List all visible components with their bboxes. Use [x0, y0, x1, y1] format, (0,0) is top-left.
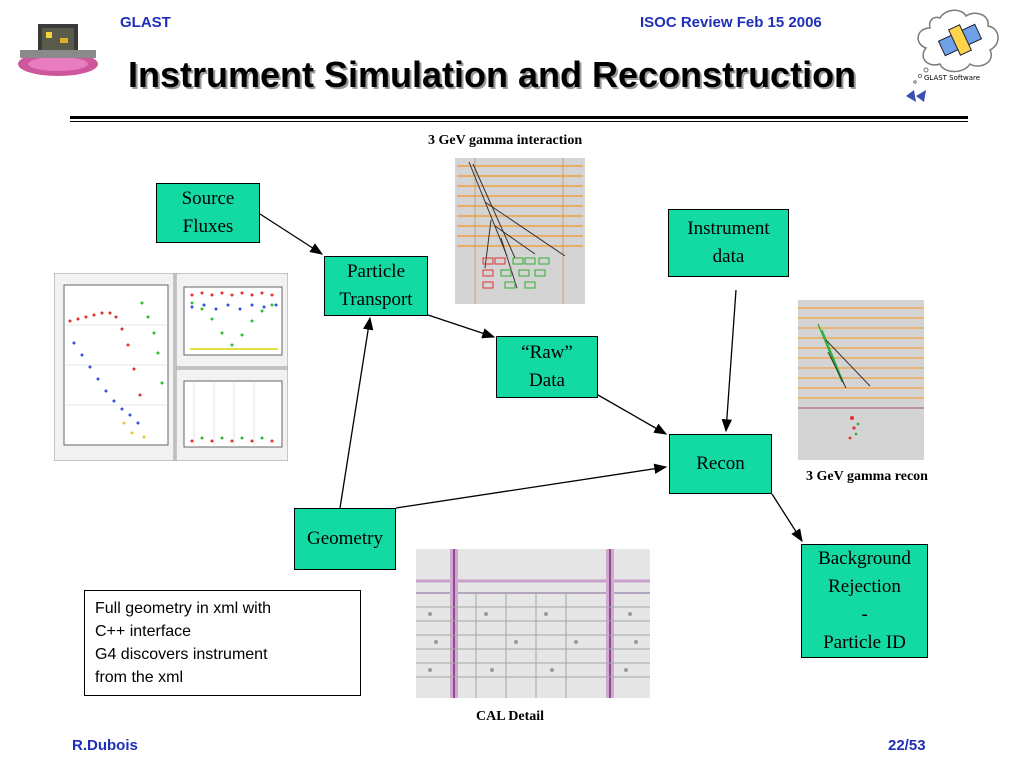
geometry-note: Full geometry in xml with C++ interface … [84, 590, 361, 696]
footer-author: R.Dubois [72, 737, 138, 754]
recon-line-1: Recon [696, 453, 745, 474]
arrow-geometry-to-transport [339, 316, 374, 509]
background-rejection-line-3: - [861, 604, 868, 625]
gamma-recon-image [798, 300, 924, 460]
arrow-recon-to-background [771, 493, 803, 543]
note-line-2: C++ interface [95, 623, 192, 640]
page-title: Instrument Simulation and Reconstruction [128, 54, 857, 95]
source-fluxes-line-2: Fluxes [182, 216, 234, 237]
caption-cal-detail: CAL Detail [476, 709, 545, 724]
particle-transport-line-2: Transport [339, 289, 413, 310]
glast-logo [12, 14, 104, 82]
flux-plots-image [54, 273, 288, 461]
header-right-label: ISOC Review Feb 15 2006 [640, 14, 822, 31]
instrument-data-line-1: Instrument [687, 218, 770, 239]
raw-data-box: “Raw” Data [496, 336, 598, 398]
arrow-transport-to-raw [427, 314, 496, 339]
instrument-data-line-2: data [712, 246, 745, 267]
caption-gamma-recon: 3 GeV gamma recon [806, 469, 928, 484]
event-display-graphic [455, 158, 585, 304]
title-rule-thick [70, 116, 968, 119]
recon-box: Recon [669, 434, 772, 494]
instrument-data-box: Instrument data [668, 209, 789, 277]
source-fluxes-line-1: Source [181, 188, 235, 209]
gamma-interaction-image [455, 158, 585, 304]
arrow-source-to-transport [259, 213, 324, 255]
cloud-satellite-icon: GLAST Software [906, 9, 999, 102]
note-line-1: Full geometry in xml with [95, 600, 272, 617]
recon-display-graphic [798, 300, 924, 460]
footer-page-number: 22/53 [888, 737, 926, 754]
cal-detail-image [416, 549, 650, 698]
logo-lettering: GLAST Software [924, 74, 980, 82]
raw-data-line-2: Data [529, 370, 565, 391]
arrow-instrument-to-recon [721, 289, 737, 433]
background-rejection-line-4: Particle ID [823, 632, 906, 653]
cal-detail-graphic [416, 549, 650, 698]
glast-software-logo: GLAST Software [900, 4, 1012, 108]
note-line-4: from the xml [95, 669, 184, 686]
background-rejection-line-2: Rejection [828, 576, 901, 597]
background-rejection-box: Background Rejection - Particle ID [801, 544, 928, 658]
header-left-label: GLAST [120, 14, 171, 31]
geometry-box: Geometry [294, 508, 396, 570]
caption-gamma-interaction: 3 GeV gamma interaction [428, 133, 583, 148]
flux-plots-graphic [54, 273, 288, 461]
note-line-3: G4 discovers instrument [95, 646, 268, 663]
arrow-raw-to-recon [597, 394, 668, 435]
background-rejection-line-1: Background [818, 548, 911, 569]
raw-data-line-1: “Raw” [521, 342, 573, 363]
arrow-geometry-to-recon [395, 463, 668, 509]
satellite-logo-icon [18, 24, 98, 76]
particle-transport-line-1: Particle [346, 261, 405, 282]
geometry-line-1: Geometry [307, 528, 383, 549]
title-rule-thin [70, 121, 968, 122]
